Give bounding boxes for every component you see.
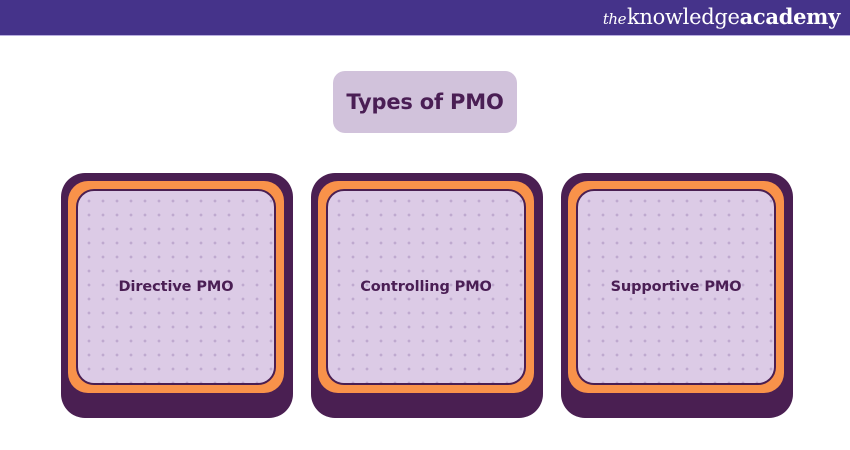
card-inner-panel: Directive PMO (76, 189, 276, 385)
card-accent-frame: Directive PMO (68, 181, 284, 393)
logo-suffix: academy (739, 4, 841, 29)
brand-logo: the knowledge academy (603, 4, 840, 32)
pmo-type-card-directive: Directive PMO (61, 173, 293, 418)
pmo-type-card-controlling: Controlling PMO (311, 173, 543, 418)
card-inner-panel: Controlling PMO (326, 189, 526, 385)
card-label: Supportive PMO (610, 279, 742, 295)
logo-prefix: the (602, 10, 627, 28)
card-inner-panel: Supportive PMO (576, 189, 776, 385)
diagram-title-text: Types of PMO (346, 90, 504, 114)
logo-middle: knowledge (626, 5, 740, 29)
diagram-title: Types of PMO (333, 71, 517, 133)
card-label: Directive PMO (118, 279, 234, 295)
pmo-type-card-supportive: Supportive PMO (561, 173, 793, 418)
card-accent-frame: Controlling PMO (318, 181, 534, 393)
header-bar: the knowledge academy (0, 0, 850, 36)
card-accent-frame: Supportive PMO (568, 181, 784, 393)
card-label: Controlling PMO (360, 279, 492, 295)
